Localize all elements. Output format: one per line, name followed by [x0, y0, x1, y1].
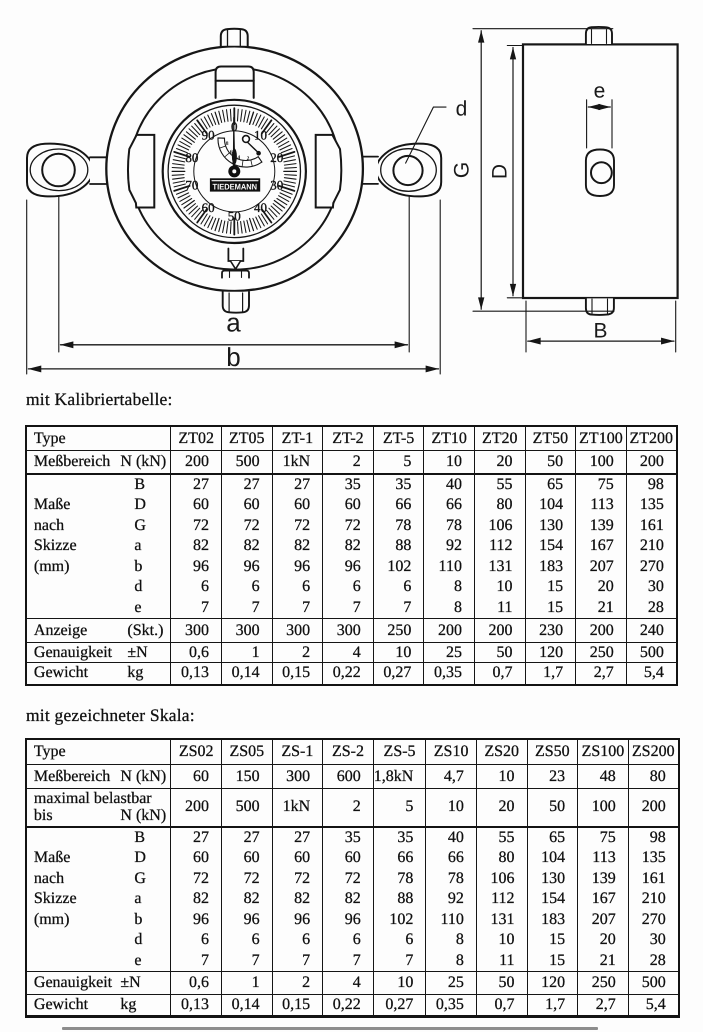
svg-text:a: a: [226, 308, 241, 338]
svg-text:40: 40: [254, 200, 267, 215]
svg-text:8: 8: [226, 141, 229, 147]
svg-text:e: e: [594, 80, 606, 103]
svg-text:30: 30: [270, 178, 283, 193]
svg-text:4: 4: [237, 155, 240, 161]
svg-text:G: G: [451, 162, 474, 178]
svg-text:60: 60: [202, 200, 215, 215]
svg-text:b: b: [226, 342, 240, 372]
svg-text:D: D: [489, 164, 512, 179]
svg-text:d: d: [456, 98, 468, 121]
svg-text:TIEDEMANN: TIEDEMANN: [213, 182, 258, 191]
svg-text:6: 6: [230, 149, 233, 155]
svg-text:80: 80: [185, 150, 198, 165]
svg-text:20: 20: [270, 150, 283, 165]
svg-text:90: 90: [202, 128, 215, 143]
svg-text:70: 70: [185, 178, 198, 193]
svg-text:B: B: [593, 320, 607, 343]
svg-text:2: 2: [247, 156, 250, 162]
svg-text:10: 10: [254, 128, 267, 143]
svg-text:50: 50: [228, 208, 241, 223]
